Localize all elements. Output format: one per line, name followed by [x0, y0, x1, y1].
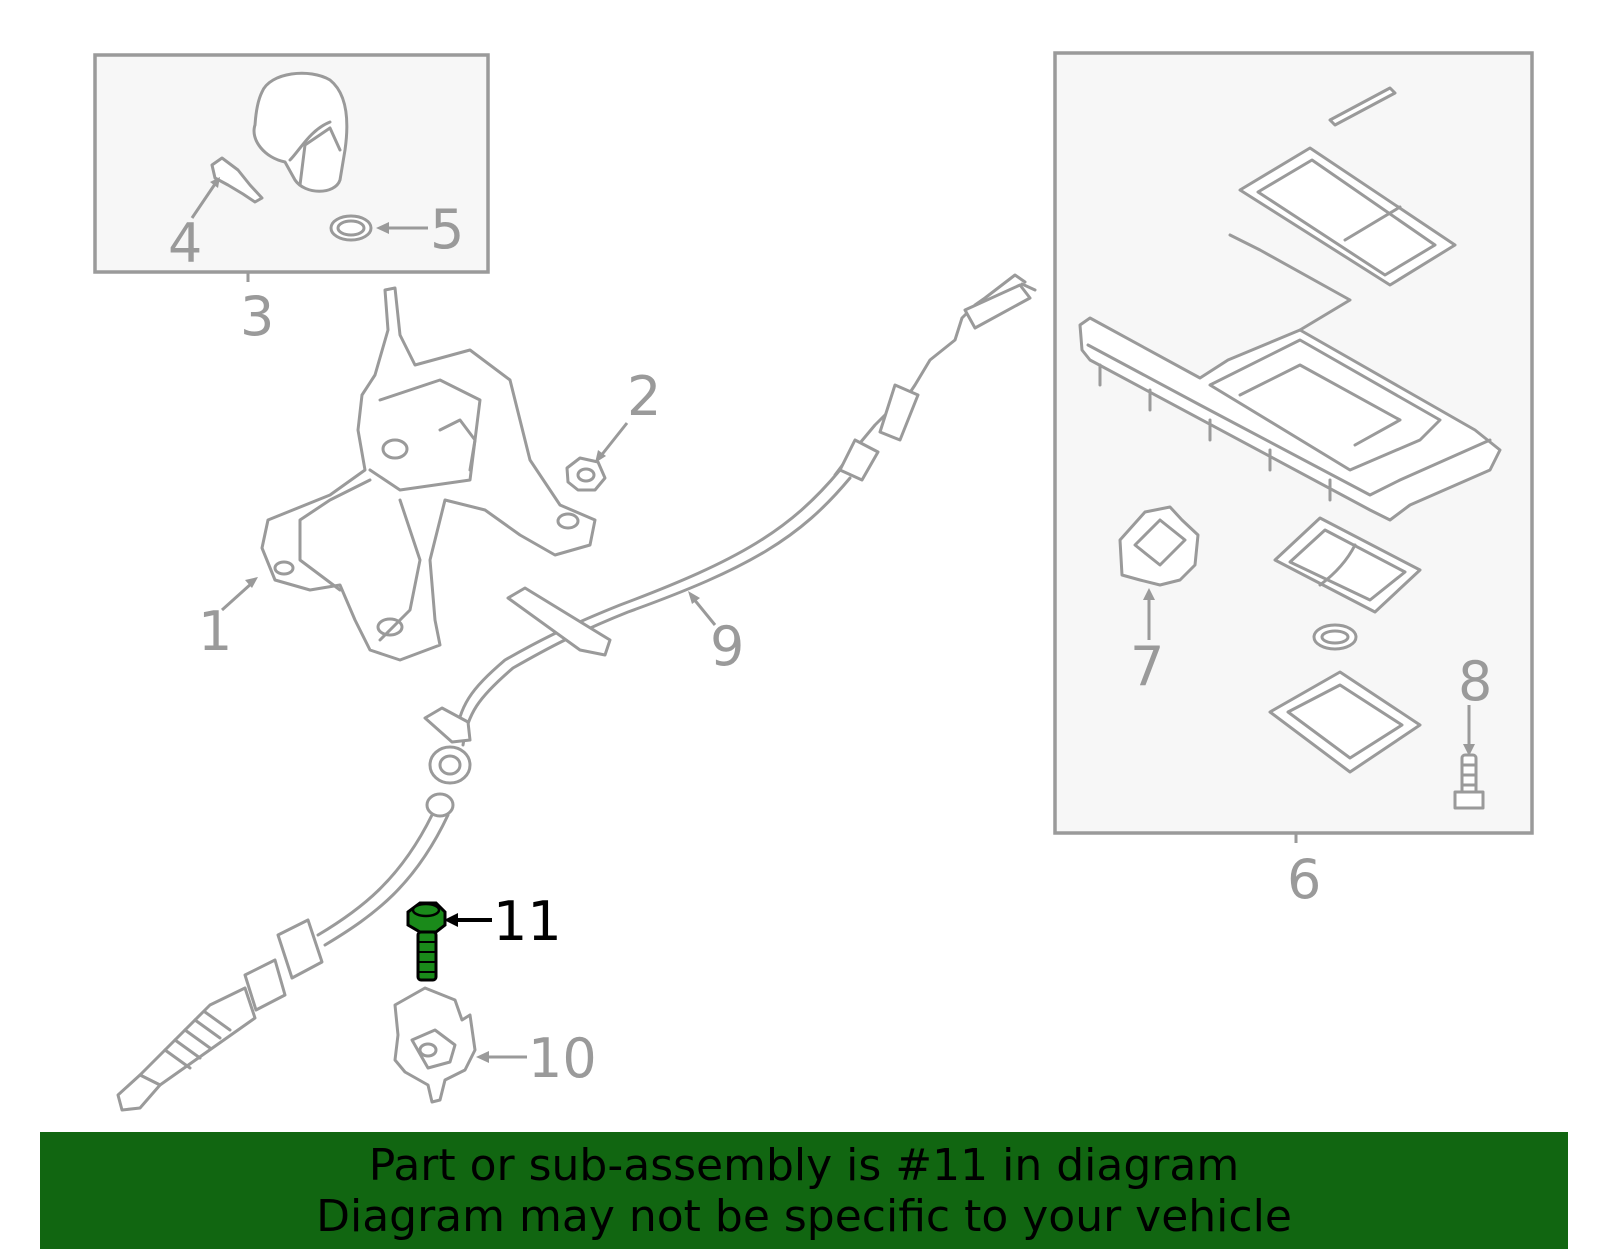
- callout-7: 7: [1130, 635, 1164, 698]
- trim-strip: [1328, 86, 1397, 127]
- banner-line-2: Diagram may not be specific to your vehi…: [316, 1190, 1292, 1242]
- console-top-bezel: [1238, 146, 1457, 287]
- callout-4: 4: [168, 212, 202, 275]
- banner-line-1: Part or sub-assembly is #11 in diagram: [368, 1139, 1240, 1191]
- callout-10: 10: [528, 1027, 597, 1090]
- callout-5: 5: [430, 198, 464, 261]
- callout-3: 3: [240, 285, 274, 348]
- callout-8: 8: [1458, 650, 1492, 713]
- flange-nut: [565, 456, 607, 492]
- console-bracket: [1118, 505, 1200, 587]
- shift-cable: [116, 273, 1037, 1112]
- cable-bracket: [393, 986, 477, 1104]
- console-lower-bezel: [1268, 670, 1422, 774]
- callout-9: 9: [710, 615, 744, 678]
- console-ring: [1312, 623, 1358, 651]
- knob-assembly-box: [93, 53, 490, 282]
- knob-clip: [210, 156, 264, 204]
- shifter-base: [260, 286, 597, 662]
- callout-arrows: [190, 177, 1475, 1063]
- console-assembly-box: [1053, 51, 1534, 843]
- console-body: [1078, 233, 1502, 522]
- callout-1: 1: [198, 600, 232, 663]
- bolt-highlighted: [406, 901, 447, 982]
- callout-6: 6: [1287, 848, 1321, 911]
- shift-knob: [252, 71, 349, 193]
- callout-2: 2: [627, 365, 661, 428]
- info-banner: Part or sub-assembly is #11 in diagram D…: [40, 1132, 1568, 1249]
- callout-11: 11: [493, 890, 562, 953]
- console-boot: [1273, 516, 1422, 614]
- console-screw: [1453, 753, 1485, 810]
